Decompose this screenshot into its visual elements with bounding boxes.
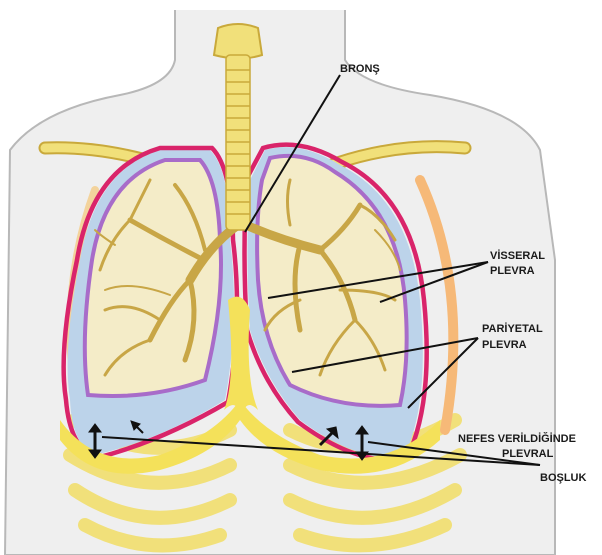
label-parietal-1: PARİYETAL bbox=[482, 322, 543, 335]
label-bronchus: BRONŞ bbox=[340, 63, 380, 75]
label-visceral-2: PLEVRA bbox=[490, 265, 535, 277]
label-space-3: BOŞLUK bbox=[540, 472, 587, 484]
label-space-1: NEFES VERİLDİĞİNDE bbox=[458, 432, 576, 445]
label-space-2: PLEVRAL bbox=[502, 448, 554, 460]
label-parietal-2: PLEVRA bbox=[482, 339, 527, 351]
larynx bbox=[214, 24, 262, 59]
label-visceral-1: VİSSERAL bbox=[490, 249, 545, 262]
